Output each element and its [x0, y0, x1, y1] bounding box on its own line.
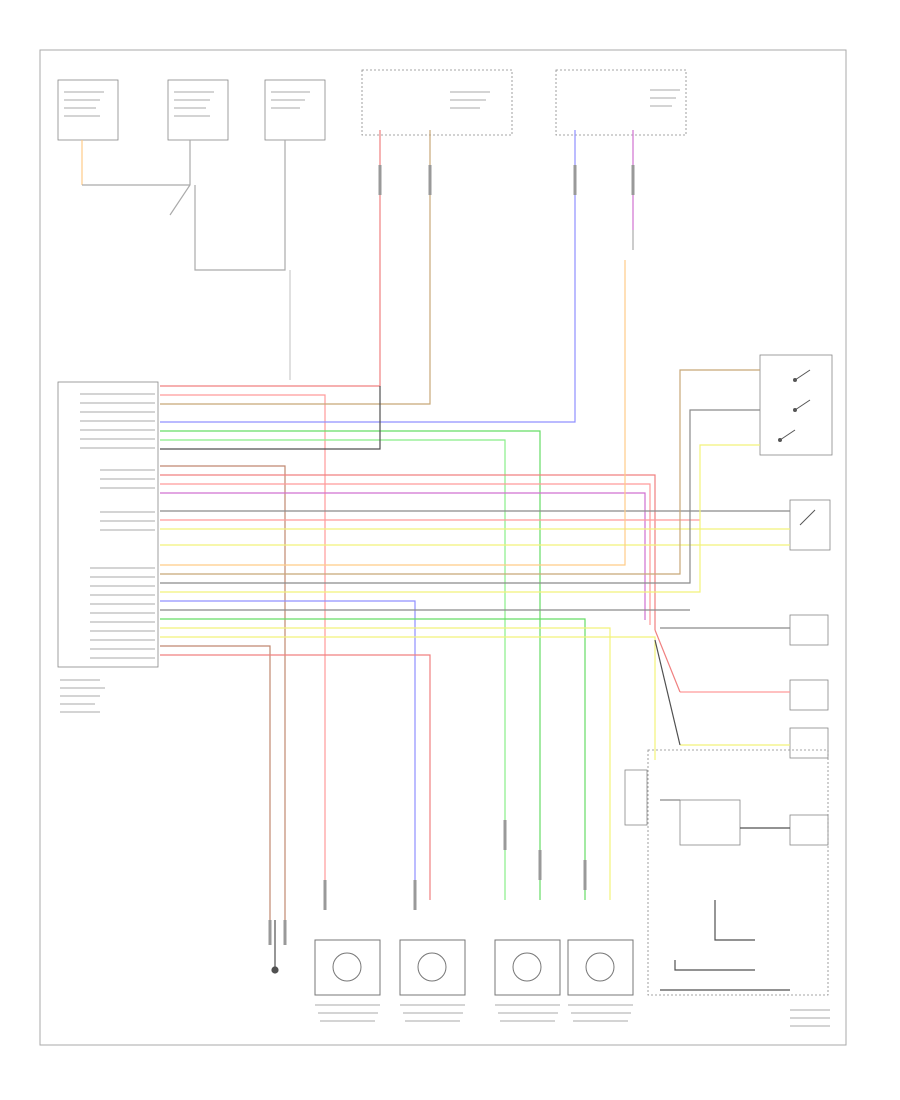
wire-green-1	[160, 430, 541, 900]
relay-module	[679, 799, 741, 846]
wire-pink-1	[160, 394, 326, 900]
wire-orange-1	[160, 260, 626, 566]
wire-black-4	[714, 900, 755, 941]
wire-red-3	[160, 483, 651, 625]
bottom-labels	[315, 1004, 830, 1027]
wire-gray-6	[194, 140, 286, 271]
actuator-motor-3	[494, 939, 561, 996]
actuator-box-2	[789, 679, 829, 711]
actuator-motor-1	[314, 939, 381, 996]
wire-tan-2	[160, 369, 760, 575]
motor-icon	[314, 939, 634, 996]
wire-tan-1	[160, 130, 431, 405]
top-components	[57, 69, 833, 996]
actuator-motor-2	[399, 939, 466, 996]
wires	[81, 130, 790, 991]
wire-brown-2	[160, 645, 271, 920]
wire-yellow-4	[160, 627, 611, 900]
fuse-block-small	[624, 769, 648, 826]
ground-icon	[271, 920, 279, 974]
wire-yellow-5	[160, 636, 656, 760]
wire-gray-2	[160, 409, 760, 584]
sensor-box-3	[264, 79, 326, 141]
wire-blue-2	[160, 600, 416, 900]
wire-yellow-3	[160, 444, 760, 593]
wire-black-2	[654, 639, 681, 746]
wire-green-3	[160, 618, 586, 900]
wire-blue-1	[160, 130, 576, 423]
switch-box-1	[759, 354, 833, 456]
sensor-box-1	[57, 79, 119, 141]
actuator-box-3	[789, 727, 829, 759]
wire-black-1	[160, 386, 381, 450]
control-unit-labels	[60, 393, 155, 713]
sensor-box-2	[167, 79, 229, 141]
wire-green-2	[160, 439, 506, 900]
actuator-motor-4	[567, 939, 634, 996]
label-strokes	[64, 89, 680, 117]
actuator-box-1	[789, 614, 829, 646]
switch-icon	[778, 369, 816, 526]
fuse-box-1	[361, 69, 513, 136]
wire-black-5	[674, 960, 755, 971]
wire-gray-5	[169, 140, 191, 216]
wire-red-2	[160, 474, 656, 630]
fuse-box-2	[555, 69, 687, 136]
diagram-border	[39, 49, 847, 1046]
actuator-box-4	[789, 814, 829, 846]
connector-icon	[268, 165, 635, 945]
wire-red-1	[160, 130, 381, 387]
switch-box-2	[789, 499, 831, 551]
relay-box	[647, 749, 829, 996]
wire-brown-1	[160, 465, 286, 920]
control-unit-box	[57, 381, 159, 668]
wire-red-4	[160, 654, 431, 900]
wire-violet-1	[160, 492, 646, 620]
wire-red-5	[654, 629, 681, 693]
